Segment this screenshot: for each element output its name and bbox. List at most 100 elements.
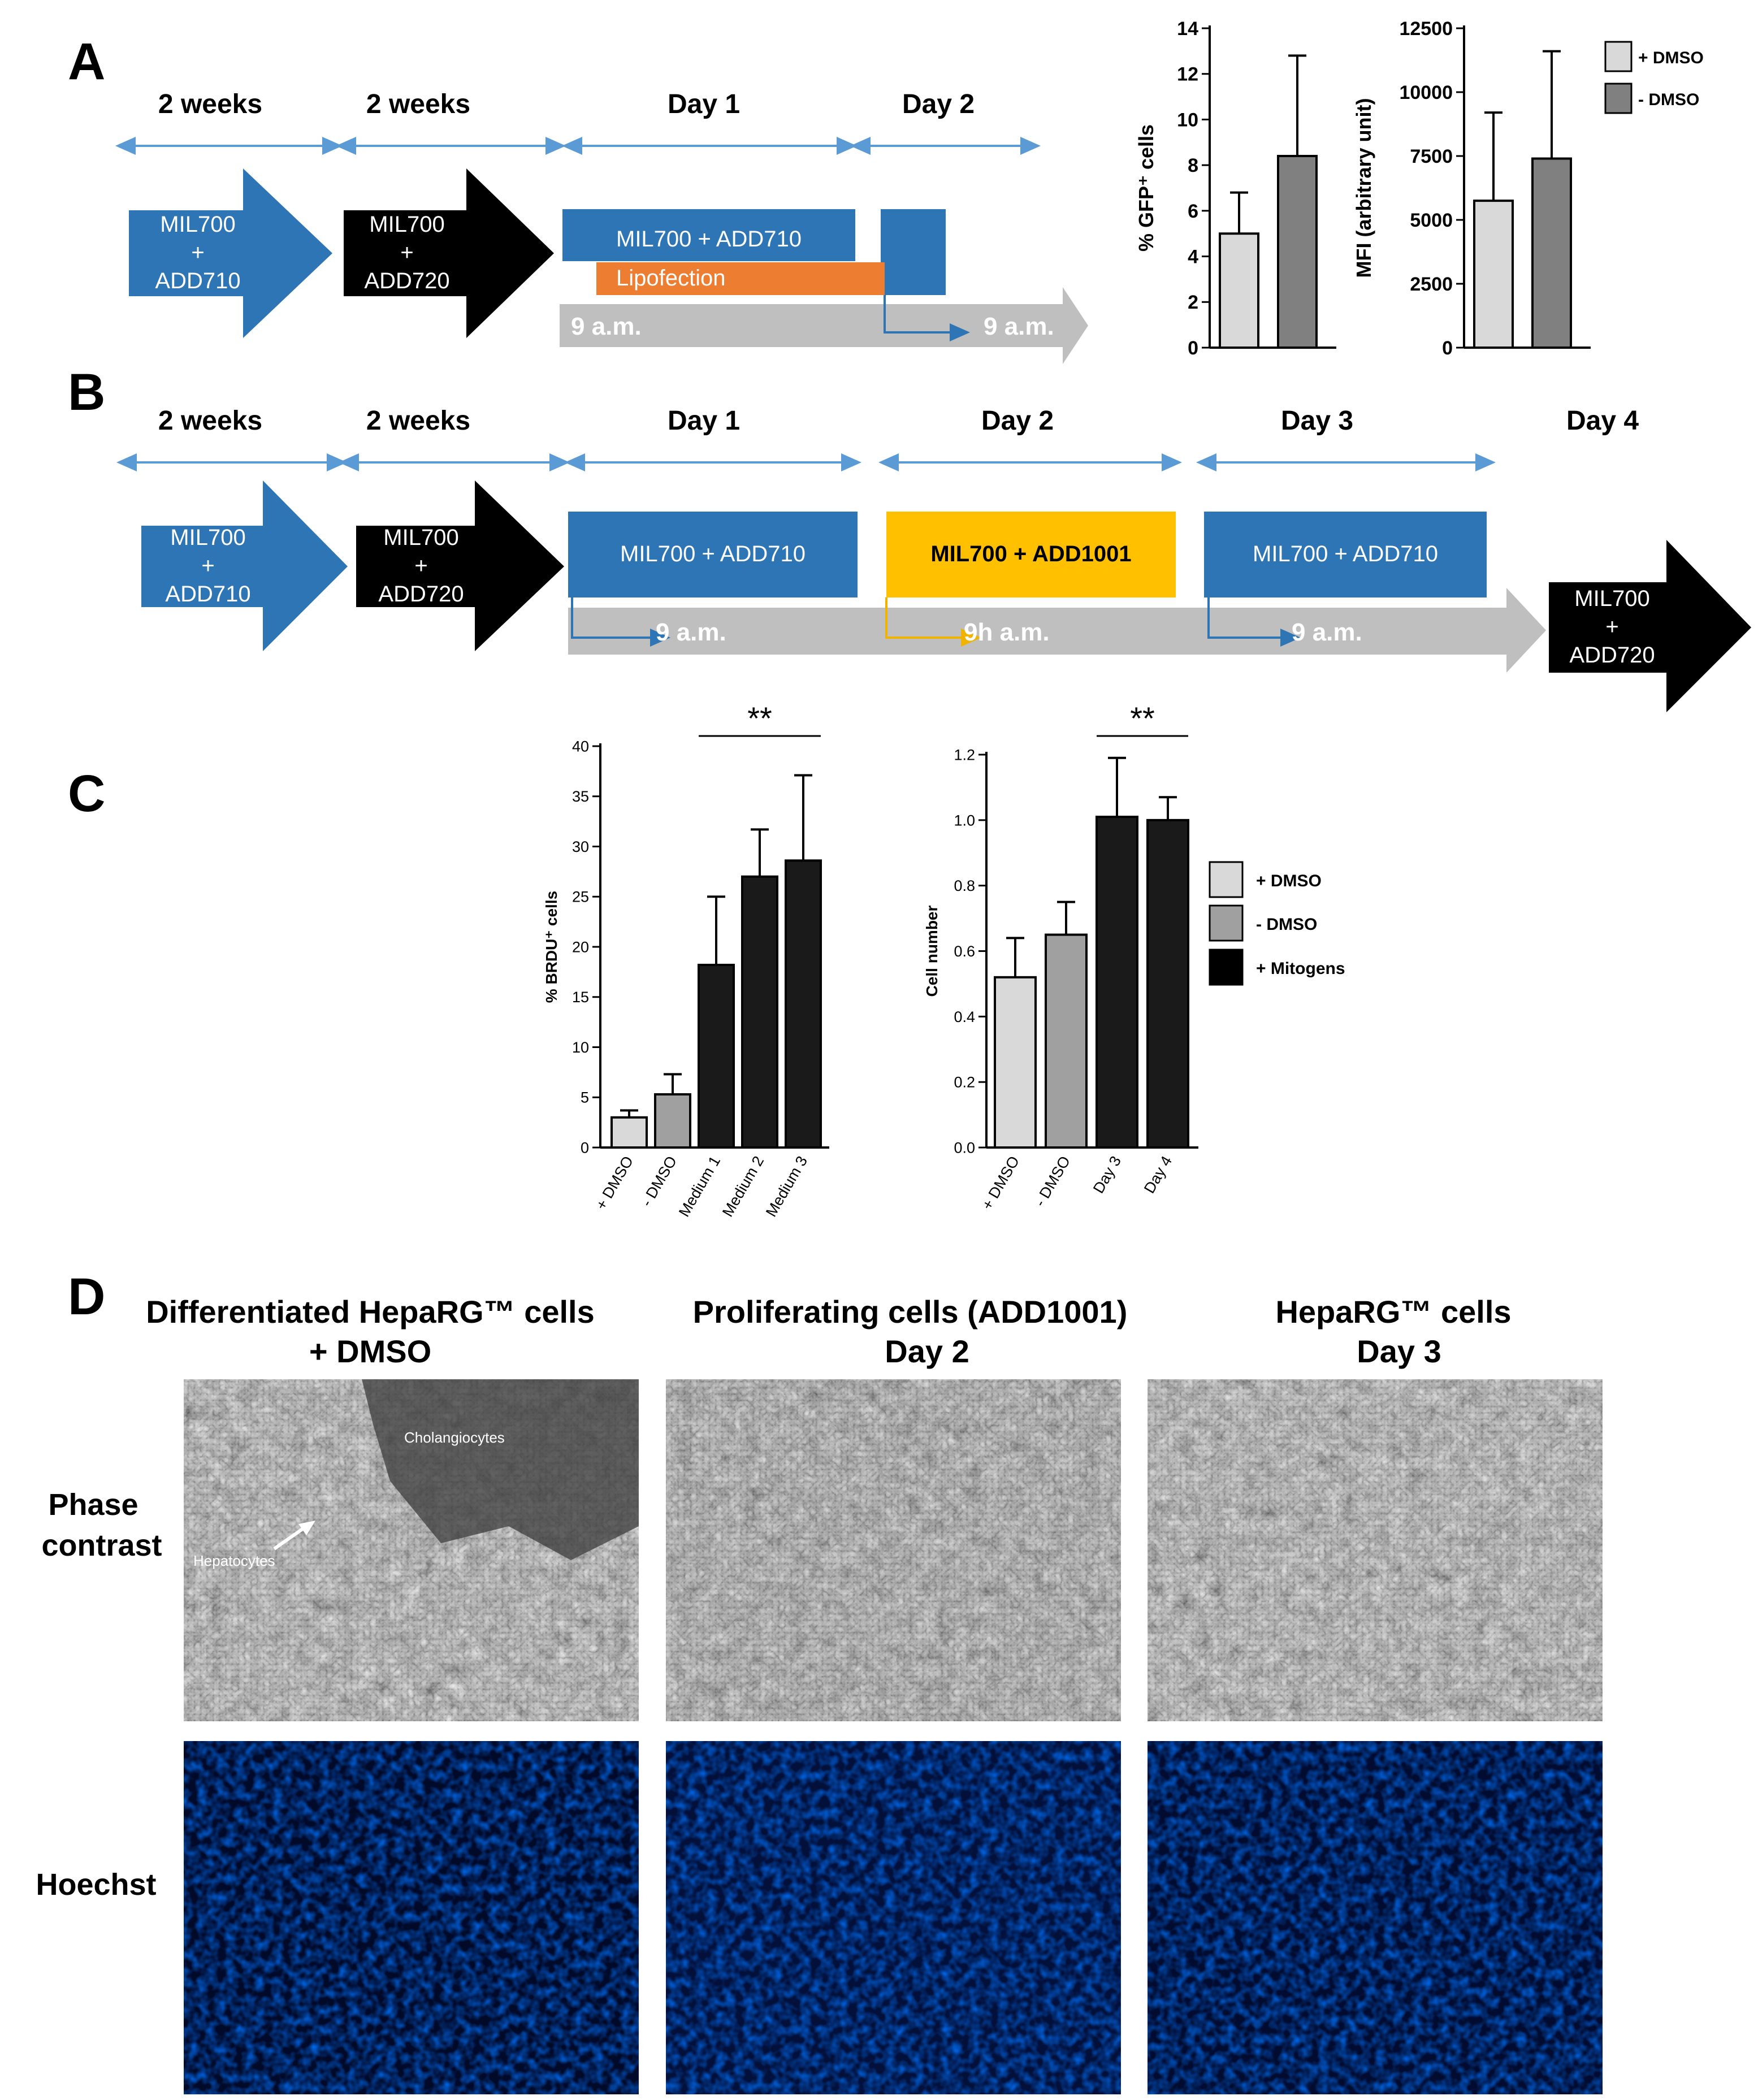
panel-label-c: C — [68, 765, 105, 822]
y-axis-label: % BRDU⁺ cells — [543, 891, 560, 1003]
step-label: MIL700 — [160, 212, 235, 237]
hoechst-image-1 — [184, 1741, 639, 2094]
significance-marker: ** — [1130, 700, 1155, 736]
y-axis-label: Cell number — [923, 905, 941, 997]
x-tick-label: + DMSO — [592, 1153, 636, 1213]
cholangiocytes-annotation: Cholangiocytes — [404, 1429, 505, 1446]
step-label: MIL700 — [369, 212, 444, 237]
bar — [698, 963, 735, 1149]
y-tick-label: 2 — [1188, 292, 1198, 313]
y-tick-label: 35 — [572, 788, 589, 805]
x-tick-label: - DMSO — [638, 1153, 680, 1209]
bar — [741, 875, 778, 1149]
y-tick-label: 25 — [572, 889, 589, 906]
day1-box — [562, 209, 855, 261]
y-tick-label: 2500 — [1410, 274, 1453, 295]
x-tick-label: Medium 2 — [719, 1153, 767, 1220]
y-tick-label: 30 — [572, 838, 589, 855]
y-tick-label: 12500 — [1399, 18, 1453, 40]
time-label: 9 a.m. — [1292, 618, 1362, 646]
step-arrow-black — [356, 480, 564, 651]
period-label: Day 1 — [668, 406, 740, 436]
legend-swatch — [1604, 41, 1633, 72]
legend-label: + Mitogens — [1256, 959, 1345, 978]
image-texture — [1148, 1379, 1603, 1721]
phase-contrast-image-2 — [666, 1379, 1121, 1721]
lipofection-label: Lipofection — [616, 266, 725, 291]
bar — [1095, 816, 1138, 1149]
step-label: + — [1605, 614, 1618, 639]
step-label: ADD720 — [364, 269, 449, 293]
y-tick-label: 20 — [572, 938, 589, 955]
step-label: ADD720 — [378, 582, 464, 607]
period-label: Day 2 — [981, 406, 1054, 436]
y-tick-label: 0 — [581, 1139, 589, 1156]
y-tick-label: 10 — [572, 1039, 589, 1056]
bar — [1277, 155, 1318, 349]
y-tick-label: 0.6 — [954, 943, 975, 960]
legend-swatch — [1209, 949, 1244, 986]
bar — [994, 976, 1037, 1149]
nuclei-texture — [666, 1741, 1121, 2094]
time-label: 9h a.m. — [964, 618, 1050, 646]
nuclei-texture — [184, 1741, 639, 2094]
phase-contrast-image-3 — [1148, 1379, 1603, 1721]
day3-box — [1204, 512, 1487, 597]
connector-arrow — [571, 597, 670, 647]
y-tick-label: 5000 — [1410, 210, 1453, 231]
bar — [1146, 819, 1189, 1149]
phase-contrast-image-1: Cholangiocytes Hepatocytes — [184, 1379, 639, 1721]
legend-swatch — [1209, 904, 1244, 942]
hepatocytes-annotation: Hepatocytes — [193, 1552, 275, 1569]
period-label: 2 weeks — [366, 406, 470, 436]
step-label: + — [201, 553, 214, 578]
step-label: MIL700 — [170, 525, 245, 550]
y-axis-label: % GFP⁺ cells — [1135, 124, 1158, 252]
y-tick-label: 7500 — [1410, 146, 1453, 167]
period-label: Day 3 — [1281, 406, 1353, 436]
y-tick-label: 0 — [1188, 337, 1198, 359]
legend-swatch — [1209, 861, 1244, 898]
y-tick-label: 1.0 — [954, 812, 975, 829]
row-label: Hoechst — [36, 1868, 156, 1902]
x-tick-label: - DMSO — [1031, 1153, 1073, 1209]
period-label: Day 2 — [902, 89, 975, 119]
connector-arrow — [1207, 597, 1301, 647]
y-tick-label: 0.0 — [954, 1139, 975, 1156]
panel-label-b: B — [68, 363, 105, 421]
period-label: Day 1 — [668, 89, 740, 119]
time-label: 9 a.m. — [571, 313, 642, 340]
step-label: MIL700 — [1574, 586, 1649, 611]
row-label: contrast — [41, 1529, 162, 1562]
time-label: 9 a.m. — [984, 313, 1054, 340]
connector-arrow — [885, 597, 981, 647]
step-arrow-blue — [141, 480, 348, 651]
x-tick-label: Day 3 — [1090, 1153, 1124, 1196]
image-texture — [666, 1379, 1121, 1721]
day2-box-label: MIL700 + ADD1001 — [930, 542, 1131, 566]
x-tick-label: Medium 1 — [676, 1153, 724, 1220]
y-tick-label: 0.2 — [954, 1074, 975, 1091]
step-label: + — [400, 240, 413, 265]
y-tick-label: 8 — [1188, 155, 1198, 176]
y-tick-label: 6 — [1188, 201, 1198, 222]
y-tick-label: 10000 — [1399, 82, 1453, 103]
y-tick-label: 0.8 — [954, 877, 975, 894]
y-tick-label: 40 — [572, 738, 589, 755]
y-tick-label: 0 — [1442, 337, 1453, 359]
period-label: 2 weeks — [158, 89, 262, 119]
bar — [1219, 232, 1259, 349]
column-title: Day 3 — [1357, 1333, 1441, 1369]
time-label: 9 a.m. — [656, 618, 726, 646]
x-tick-label: Day 4 — [1141, 1153, 1175, 1196]
y-axis-label: MFI (arbitrary unit) — [1352, 98, 1375, 278]
bar — [1473, 200, 1514, 349]
y-tick-label: 10 — [1177, 109, 1198, 131]
step-label: ADD720 — [1569, 643, 1655, 668]
step-label: MIL700 — [383, 525, 458, 550]
period-label: 2 weeks — [366, 89, 470, 119]
significance-marker: ** — [747, 700, 772, 736]
